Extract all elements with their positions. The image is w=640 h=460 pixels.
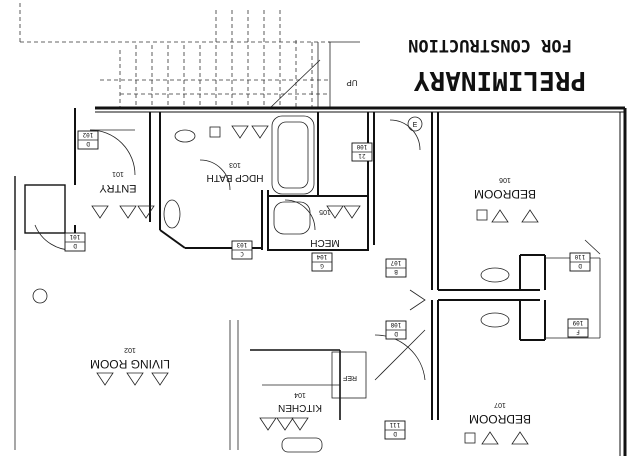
circle-tag: E — [407, 116, 423, 132]
room-number-bedroom-1: 106 — [499, 176, 511, 183]
door-tag-100-code: 21 — [358, 152, 366, 159]
room-number-bath: 103 — [229, 161, 241, 168]
room-number-mech: 105 — [319, 208, 331, 215]
door-tag-102-code: D — [86, 140, 90, 147]
room-number-entry: 101 — [112, 170, 124, 177]
room-number-kitchen: 104 — [294, 391, 306, 398]
room-living: LIVING ROOM 102 — [90, 346, 170, 371]
door-tag-103: C 103 — [231, 240, 253, 260]
door-tag-111-number: 111 — [389, 421, 400, 428]
door-tag-110-number: 110 — [574, 253, 585, 260]
door-tag-103-number: 103 — [236, 241, 247, 248]
room-bedroom-1: BEDROOM 106 — [474, 176, 536, 201]
door-tag-100: 21 100 — [351, 142, 373, 162]
door-tag-102-number: 102 — [82, 131, 93, 138]
room-mech: MECH 105 — [310, 208, 339, 248]
door-swings — [34, 119, 601, 381]
door-tag-108-number: 108 — [390, 321, 401, 328]
door-tag-107-number: 107 — [390, 259, 401, 266]
door-tag-111: D 111 — [384, 420, 406, 440]
door-tag-109: F 109 — [567, 318, 589, 338]
room-entry: ENTRY 101 — [99, 170, 137, 194]
room-bedroom-2: BEDROOM 107 — [469, 401, 531, 426]
room-name-kitchen: KITCHEN — [278, 402, 322, 413]
up-text: UP — [346, 78, 357, 87]
room-kitchen: KITCHEN 104 — [278, 391, 322, 413]
door-tag-104: G 104 — [311, 252, 333, 272]
room-name-bedroom-2: BEDROOM — [469, 412, 531, 426]
room-name-entry: ENTRY — [99, 182, 137, 194]
door-tag-110: D 110 — [569, 252, 591, 272]
stamp-line-1: PRELIMINARY — [414, 65, 587, 95]
room-name-bedroom-1: BEDROOM — [474, 187, 536, 201]
room-number-living: 102 — [124, 346, 136, 353]
door-tag-110-code: D — [578, 262, 582, 269]
outlet-markers — [32, 125, 539, 445]
door-tag-104-code: G — [320, 262, 324, 269]
room-name-living: LIVING ROOM — [90, 357, 170, 371]
refrigerator: REF — [343, 374, 357, 381]
stair-up-label: UP — [346, 78, 357, 87]
room-name-bath: HDCP BATH — [207, 172, 264, 183]
walls — [14, 106, 627, 456]
preliminary-stamp: PRELIMINARY FOR CONSTRUCTION — [408, 35, 586, 95]
door-tag-111-code: D — [393, 430, 397, 437]
ref-text: REF — [343, 374, 357, 381]
door-tag-109-code: F — [576, 328, 580, 335]
circle-tag-text: E — [413, 122, 418, 129]
door-tag-109-number: 109 — [572, 319, 583, 326]
stair-hatching — [19, 3, 360, 109]
door-tag-108-code: D — [394, 330, 398, 337]
room-name-mech: MECH — [310, 237, 339, 248]
door-tag-101: D 101 — [64, 232, 86, 252]
door-tag-103-code: C — [240, 250, 244, 257]
door-tag-107: B 107 — [385, 258, 407, 278]
door-tag-104-number: 104 — [316, 253, 327, 260]
door-tag-108: D 108 — [385, 320, 407, 340]
door-tag-102: D 102 — [77, 130, 99, 150]
room-bath: HDCP BATH 103 — [207, 161, 264, 183]
stamp-line-2: FOR CONSTRUCTION — [408, 35, 572, 55]
room-number-bedroom-2: 107 — [494, 401, 506, 408]
door-tag-107-code: B — [394, 268, 398, 275]
door-tag-101-code: D — [73, 242, 77, 249]
door-tag-100-number: 100 — [356, 143, 367, 150]
door-tag-101-number: 101 — [69, 233, 80, 240]
